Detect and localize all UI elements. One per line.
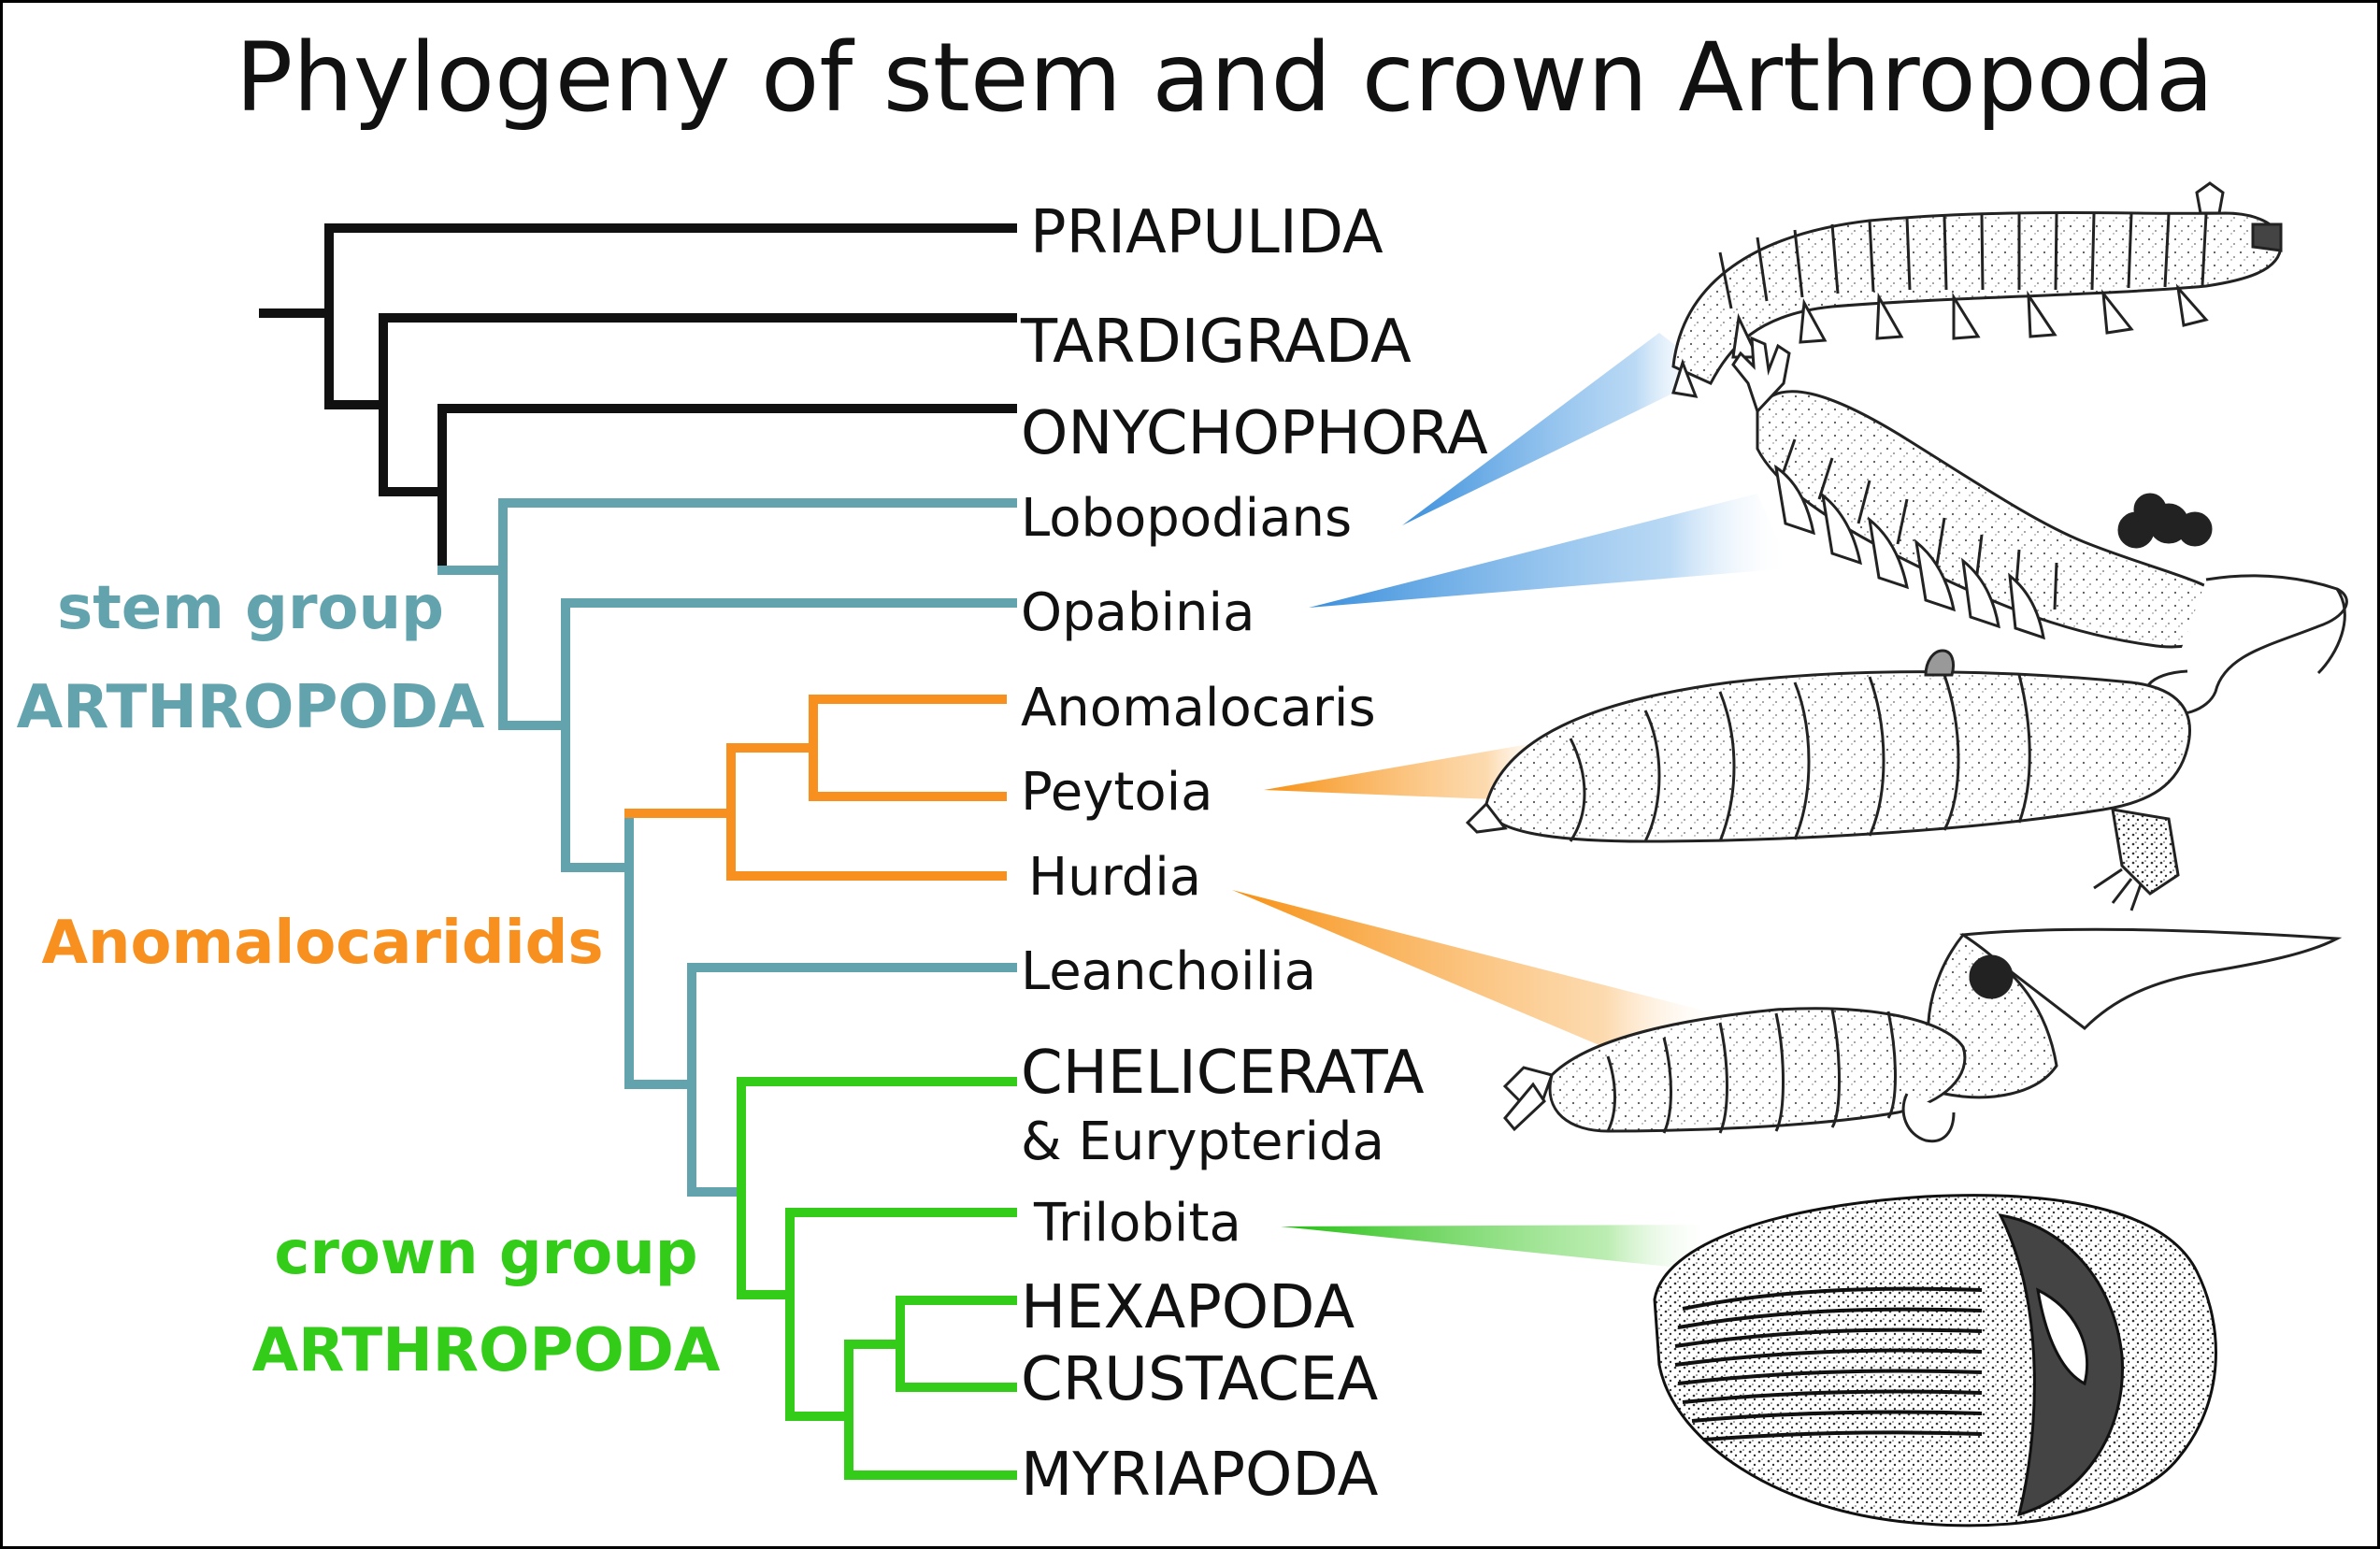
taxon-chelicerata: CHELICERATA [1021,1039,1425,1108]
taxon-eurypterida: & Eurypterida [1021,1112,1384,1172]
taxon-opabinia: Opabinia [1021,582,1255,643]
page-title: Phylogeny of stem and crown Arthropoda [236,22,2214,134]
taxon-myriapoda: MYRIAPODA [1021,1441,1379,1510]
stem-group-label-line1: stem group [57,574,444,643]
trilobite-illustration [1653,1194,2217,1527]
peytoia-illustration [1465,649,2191,911]
taxon-trilobita: Trilobita [1033,1193,1241,1254]
pointer-lobopodians [1402,333,1713,525]
hurdia-illustration [1502,927,2343,1143]
phylogenetic-tree [259,223,1017,1480]
taxon-peytoia: Peytoia [1021,762,1212,823]
taxon-labels: PRIAPULIDA TARDIGRADA ONYCHOPHORA Lobopo… [1020,198,1488,1510]
taxon-priapulida: PRIAPULIDA [1030,198,1384,267]
taxon-hexapoda: HEXAPODA [1021,1273,1355,1342]
pointer-hurdia [1232,890,1729,1064]
pointer-peytoia [1264,739,1561,802]
basal-branches [259,223,1017,575]
taxon-leanchoilia: Leanchoilia [1021,941,1316,1002]
crown-group-label-line1: crown group [274,1219,697,1288]
anomalocaridid-branches [624,695,1007,881]
stem-group-label-line2: ARTHROPODA [17,673,485,742]
taxon-anomalocaris: Anomalocaris [1021,678,1376,739]
crown-group-label-line2: ARTHROPODA [252,1316,721,1385]
stem-branches [437,498,1017,1197]
pointer-opabinia [1309,494,1790,608]
anomalocaridids-label: Anomalocaridids [41,909,603,978]
pointer-trilobita [1281,1225,1715,1271]
taxon-crustacea: CRUSTACEA [1021,1345,1379,1414]
taxon-onychophora: ONYCHOPHORA [1021,399,1488,468]
lobopodian-illustration [1671,181,2283,398]
taxon-lobopodians: Lobopodians [1021,488,1352,549]
opabinia-illustration [1731,336,2348,716]
pointer-wedges [1232,333,1790,1271]
crown-branches [737,1077,1017,1480]
group-labels: stem group ARTHROPODA Anomalocaridids cr… [17,574,721,1385]
taxon-tardigrada: TARDIGRADA [1020,308,1412,377]
taxon-hurdia: Hurdia [1028,847,1201,908]
